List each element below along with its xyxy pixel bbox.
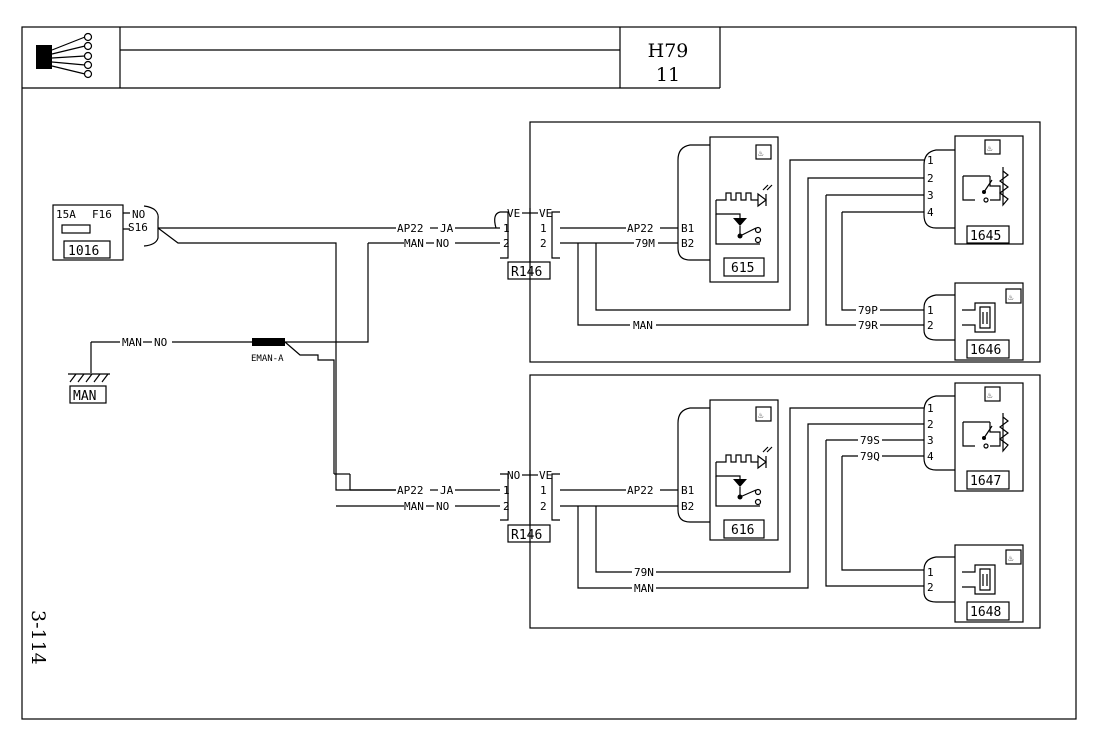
fuse-id: F16 — [92, 208, 112, 221]
lower-panel — [529, 374, 1041, 629]
connector-upper-right-color: VE — [539, 207, 552, 220]
ground-label: MAN — [73, 389, 96, 404]
header-block: H79 11 — [22, 27, 721, 89]
ground-symbol: MAN — [68, 342, 110, 404]
heater-1646-pin-1: 1 — [927, 304, 934, 317]
wire-ja-upper: JA — [440, 222, 454, 235]
fuse-pin-label: S16 — [128, 221, 148, 234]
heater-1645-pin-4: 4 — [927, 206, 934, 219]
connector-upper-pin-out-2: 2 — [540, 237, 547, 250]
fuse-rating: 15A — [56, 208, 76, 221]
seat-heater-icon-1645: ♨ — [987, 144, 993, 154]
heater-1648-pin-1: 1 — [927, 566, 934, 579]
wire-no-lower: NO — [436, 500, 449, 513]
diagram-subcode: 11 — [656, 64, 680, 86]
seat-heater-icon: ♨ — [758, 149, 764, 159]
wire-no-upper: NO — [436, 237, 449, 250]
switch-615-number: 615 — [731, 261, 754, 276]
switch-615: ♨ 615 B1 B2 — [677, 136, 779, 283]
splice-label: EMAN-A — [251, 354, 284, 364]
connector-lower-right-color: VE — [539, 469, 552, 482]
heater-1646: ♨ 1646 1 2 — [923, 282, 1024, 361]
switch-616-pin-b1: B1 — [681, 484, 694, 497]
page-reference: 3-114 — [27, 610, 49, 665]
heater-1647-pin-1: 1 — [927, 402, 934, 415]
connector-lower: NO VE 1 2 1 2 R146 — [500, 469, 560, 543]
connector-lower-pin-in-2: 2 — [503, 500, 510, 513]
fuse-component-number: 1016 — [68, 244, 99, 259]
heater-1648: ♨ 1648 1 2 — [923, 544, 1024, 623]
heater-1648-number: 1648 — [970, 605, 1001, 620]
connector-upper-label: R146 — [511, 265, 542, 280]
wire-79q: 79Q — [860, 450, 880, 463]
heater-1647: ♨ 1647 1 2 3 4 — [923, 382, 1024, 492]
connector-upper: VE VE 1 2 1 2 R146 — [494, 207, 560, 280]
heater-1647-number: 1647 — [970, 474, 1001, 489]
switch-616-number: 616 — [731, 523, 754, 538]
heater-1647-pin-2: 2 — [927, 418, 934, 431]
heater-1647-pin-3: 3 — [927, 434, 934, 447]
connector-harness-icon — [36, 32, 93, 79]
fuse-box: 15A F16 1016 NO S16 — [52, 204, 159, 261]
switch-615-pin-b1: B1 — [681, 222, 694, 235]
seat-heater-icon-1647: ♨ — [987, 391, 993, 401]
connector-lower-pin-in-1: 1 — [503, 484, 510, 497]
connector-lower-pin-out-1: 1 — [540, 484, 547, 497]
wire-man-upper: MAN — [404, 237, 424, 250]
seat-heater-icon-616: ♨ — [758, 411, 764, 421]
wire-79p: 79P — [858, 304, 878, 317]
wire-ap22-lower: AP22 — [397, 484, 424, 497]
heater-1646-pin-2: 2 — [927, 319, 934, 332]
page-frame — [21, 26, 1077, 720]
fuse-pin-color: NO — [132, 208, 145, 221]
ground-wire-label: MAN — [122, 336, 142, 349]
connector-lower-label: R146 — [511, 528, 542, 543]
wire-man-lower-return: MAN — [634, 582, 654, 595]
heater-1648-pin-2: 2 — [927, 581, 934, 594]
connector-upper-pin-in-1: 1 — [503, 222, 510, 235]
wire-79n: 79N — [634, 566, 654, 579]
wire-ap22-615: AP22 — [627, 222, 654, 235]
switch-615-pin-b2: B2 — [681, 237, 694, 250]
upper-panel — [529, 121, 1041, 363]
seat-heater-icon-1648: ♨ — [1008, 554, 1014, 564]
wire-ja-lower: JA — [440, 484, 454, 497]
connector-lower-pin-out-2: 2 — [540, 500, 547, 513]
heater-1645-pin-2: 2 — [927, 172, 934, 185]
wire-79s: 79S — [860, 434, 880, 447]
heater-1645-pin-3: 3 — [927, 189, 934, 202]
switch-616-pin-b2: B2 — [681, 500, 694, 513]
splice-block — [252, 338, 285, 346]
wire-man-return: MAN — [633, 319, 653, 332]
heater-1645-number: 1645 — [970, 229, 1001, 244]
connector-upper-pin-out-1: 1 — [540, 222, 547, 235]
seat-heater-icon-1646: ♨ — [1008, 293, 1014, 303]
heater-1647-pin-4: 4 — [927, 450, 934, 463]
wire-man-lower: MAN — [404, 500, 424, 513]
switch-616: ♨ 616 B1 B2 — [677, 399, 779, 541]
wire-ap22-upper: AP22 — [397, 222, 424, 235]
wire-79m: 79M — [635, 237, 655, 250]
heater-1646-number: 1646 — [970, 343, 1001, 358]
connector-upper-left-color: VE — [507, 207, 520, 220]
heater-1645: ♨ 1645 1 2 3 4 — [923, 135, 1024, 245]
wire-ap22-616: AP22 — [627, 484, 654, 497]
heater-1645-pin-1: 1 — [927, 154, 934, 167]
connector-upper-pin-in-2: 2 — [503, 237, 510, 250]
diagram-code: H79 — [648, 40, 689, 62]
ground-wire-color: NO — [154, 336, 167, 349]
connector-lower-left-color: NO — [507, 469, 520, 482]
wire-79r: 79R — [858, 319, 878, 332]
